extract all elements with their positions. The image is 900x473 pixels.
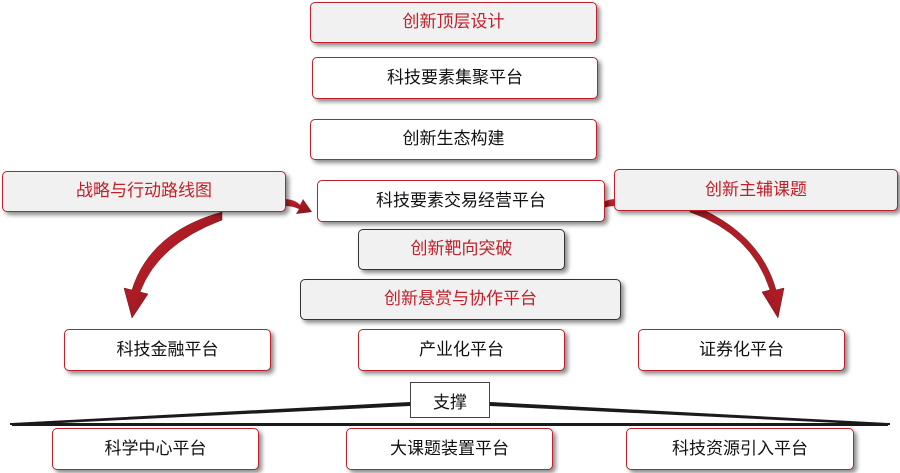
- finance-label: 科技金融平台: [116, 339, 219, 360]
- design-box: 创新顶层设计: [310, 2, 597, 43]
- finance-box: 科技金融平台: [64, 329, 271, 371]
- science-center-label: 科学中心平台: [104, 438, 207, 459]
- roadmap-box: 战略与行动路线图: [2, 171, 286, 212]
- right-curved-arrow: [689, 203, 785, 319]
- resource-box: 科技资源引入平台: [626, 428, 854, 470]
- reward-label: 创新悬赏与协作平台: [384, 289, 537, 309]
- ecology-label: 创新生态构建: [402, 129, 505, 149]
- left-small-arrow: [285, 199, 312, 214]
- ecology-box: 创新生态构建: [310, 119, 597, 160]
- support-label: 支撑: [433, 392, 467, 413]
- industry-label: 产业化平台: [419, 339, 504, 360]
- support-box: 支撑: [410, 382, 490, 418]
- trade-label: 科技要素交易经营平台: [376, 190, 546, 211]
- target-label: 创新靶向突破: [410, 239, 513, 259]
- target-box: 创新靶向突破: [358, 229, 565, 270]
- securities-box: 证券化平台: [638, 329, 845, 371]
- reward-box: 创新悬赏与协作平台: [300, 279, 621, 320]
- design-label: 创新顶层设计: [402, 12, 505, 32]
- support-base: [12, 402, 888, 426]
- gather-label: 科技要素集聚平台: [387, 67, 523, 88]
- facility-box: 大课题装置平台: [346, 428, 553, 470]
- science-center-box: 科学中心平台: [52, 428, 259, 470]
- trade-box: 科技要素交易经营平台: [317, 180, 605, 222]
- left-curved-arrow: [123, 211, 223, 319]
- roadmap-label: 战略与行动路线图: [76, 181, 212, 201]
- industry-box: 产业化平台: [358, 329, 565, 371]
- securities-label: 证券化平台: [699, 339, 784, 360]
- facility-label: 大课题装置平台: [390, 438, 509, 459]
- resource-label: 科技资源引入平台: [672, 438, 808, 459]
- topics-box: 创新主辅课题: [614, 169, 898, 211]
- gather-box: 科技要素集聚平台: [312, 57, 598, 99]
- topics-label: 创新主辅课题: [705, 179, 807, 200]
